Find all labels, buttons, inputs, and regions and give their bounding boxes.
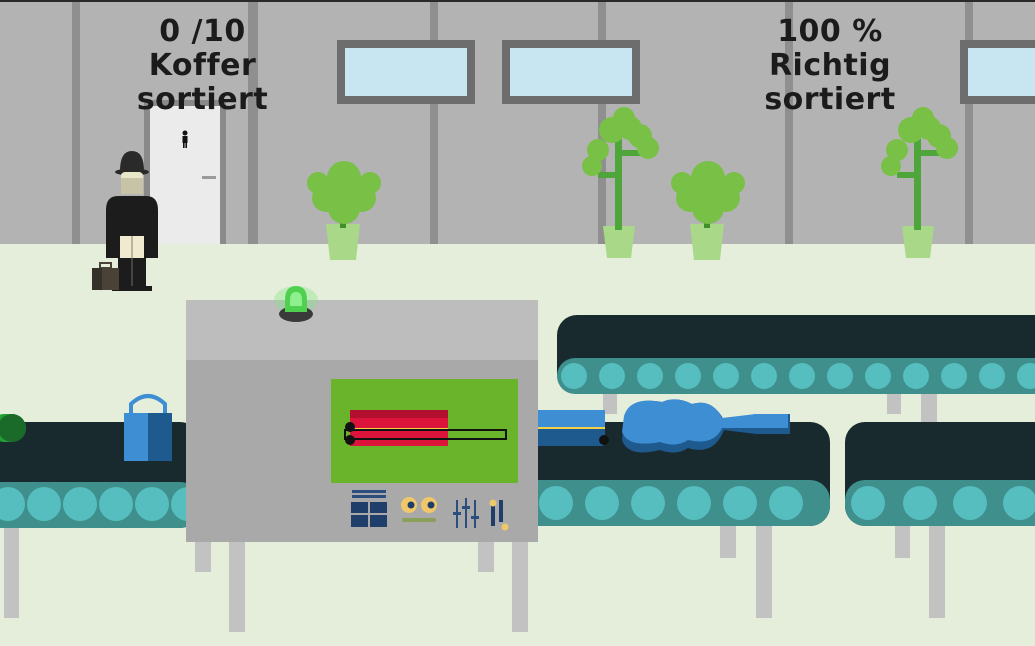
blue-tote-bag-item (124, 394, 172, 461)
accuracy-label: Richtig sortiert (764, 48, 896, 117)
belt-rollers (0, 487, 205, 521)
xray-screen (331, 379, 518, 483)
potted-plant-bush (671, 161, 745, 260)
sliders-icon[interactable] (453, 498, 509, 531)
restroom-icon (182, 130, 188, 148)
potted-plant-tree (881, 107, 958, 258)
belt-rollers (561, 363, 1035, 389)
sorted-counter: 0 /10 Koffer sortiert (80, 15, 325, 117)
green-bag-item (0, 414, 26, 442)
accuracy-display: 100 % Richtig sortiert (700, 15, 960, 117)
blue-suitcase-item (535, 410, 609, 446)
accuracy-value: 100 % (777, 14, 883, 49)
passenger-character (92, 151, 158, 291)
guitar-case-item (622, 399, 790, 453)
signal-light-icon (274, 286, 318, 322)
wall-windows (337, 40, 1035, 104)
top-border (0, 0, 1035, 2)
sorted-count-value: 0 /10 (159, 14, 246, 49)
potted-plant-bush (307, 161, 381, 260)
eyes-icon[interactable] (401, 497, 437, 522)
right-conveyor-belt (845, 422, 1035, 618)
belt-rollers (539, 486, 803, 520)
belt-rollers (851, 486, 1035, 520)
upper-conveyor-belt (557, 315, 1035, 422)
middle-conveyor-belt (500, 422, 830, 618)
sorted-count-label: Koffer sortiert (136, 48, 269, 117)
keypad-icon[interactable] (351, 490, 387, 527)
potted-plant-tree (582, 107, 659, 258)
